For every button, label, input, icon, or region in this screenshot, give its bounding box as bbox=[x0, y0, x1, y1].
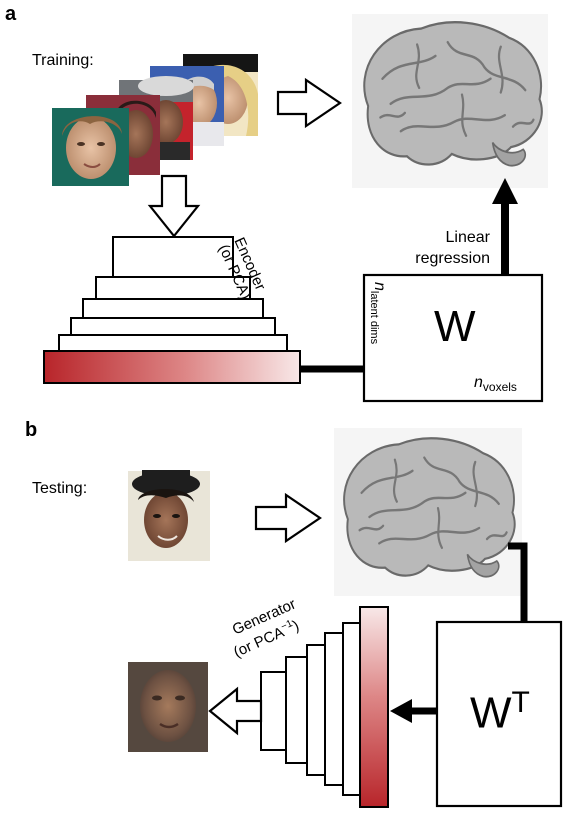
brain-image-testing bbox=[334, 428, 522, 596]
arrow-to-brain-b bbox=[254, 492, 322, 544]
regression-label-line-1: Linear bbox=[445, 229, 490, 246]
training-image-stack bbox=[52, 54, 258, 186]
wt-matrix-box bbox=[435, 620, 563, 808]
encoder-layer-3 bbox=[82, 298, 264, 319]
latent-vector-bar-b bbox=[359, 606, 389, 808]
arrow-to-reconstruction bbox=[208, 686, 263, 736]
connector-brain-to-wt bbox=[508, 542, 528, 622]
wt-matrix-symbol: W bbox=[470, 688, 512, 738]
arrow-wt-to-latent bbox=[390, 699, 437, 723]
training-caption: Training: bbox=[32, 52, 94, 69]
w-matrix-symbol: W bbox=[434, 302, 476, 351]
wt-matrix-superscript: T bbox=[511, 686, 530, 719]
latent-dims-subscript: latent dims bbox=[368, 290, 380, 345]
arrow-to-brain-a bbox=[276, 77, 342, 129]
latent-dims-label: nlatent dims bbox=[368, 282, 388, 392]
generator-layer-5 bbox=[260, 671, 287, 751]
voxels-subscript: voxels bbox=[482, 380, 517, 394]
generator-network bbox=[260, 622, 361, 796]
w-matrix-box bbox=[362, 273, 544, 403]
brain-image-training bbox=[352, 14, 548, 188]
wt-matrix-label: WT bbox=[470, 686, 530, 739]
encoder-layer-2 bbox=[95, 276, 251, 300]
test-face-image bbox=[128, 470, 210, 561]
reconstructed-face-image bbox=[128, 662, 208, 752]
generator-layer-2 bbox=[324, 632, 344, 786]
encoder-layer-4 bbox=[70, 317, 276, 336]
arrow-to-encoder bbox=[147, 174, 201, 238]
voxels-label: nvoxels bbox=[474, 374, 517, 394]
latent-vector-bar-a bbox=[43, 350, 301, 384]
generator-layer-3 bbox=[306, 644, 326, 776]
encoder-layer-5 bbox=[58, 334, 288, 352]
regression-label-line-2: regression bbox=[415, 250, 490, 267]
encoder-layer-1 bbox=[112, 236, 234, 278]
generator-layer-4 bbox=[285, 656, 308, 764]
regression-arrow bbox=[492, 178, 518, 275]
regression-label: Linear regression bbox=[402, 227, 490, 269]
panel-label-a: a bbox=[5, 3, 17, 25]
latent-dims-n: n bbox=[371, 282, 388, 291]
encoder-network bbox=[58, 236, 288, 352]
training-face-1 bbox=[52, 108, 129, 186]
testing-caption: Testing: bbox=[32, 480, 88, 497]
generator-layer-1 bbox=[342, 622, 361, 796]
panel-label-b: b bbox=[25, 419, 38, 441]
voxels-n: n bbox=[474, 374, 483, 391]
